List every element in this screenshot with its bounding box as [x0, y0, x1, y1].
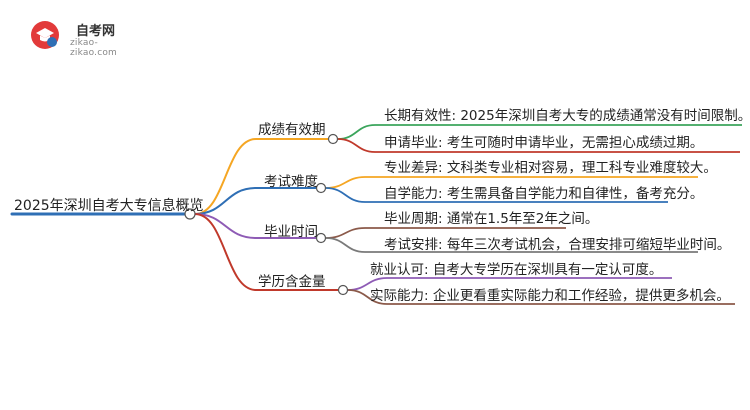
- leaf-label: 毕业周期: 通常在1.5年至2年之间。: [384, 211, 599, 227]
- leaf-label: 考试安排: 每年三次考试机会，合理安排可缩短毕业时间。: [384, 237, 731, 253]
- graduation-cap-icon: [31, 21, 59, 49]
- leaf-connector: [337, 138, 376, 153]
- leaf-connector: [325, 237, 366, 253]
- branch-connector: [194, 213, 257, 239]
- leaf-connector: [325, 227, 366, 239]
- branch-node: [337, 284, 349, 296]
- leaf-label: 专业差异: 文科类专业相对容易，理工科专业难度较大。: [384, 160, 717, 176]
- logo-url: zikao-zikao.com: [70, 38, 118, 58]
- leaf-connector: [325, 187, 366, 203]
- leaf-connector: [347, 289, 388, 305]
- leaf-label: 长期有效性: 2025年深圳自考大专的成绩通常没有时间限制。: [384, 108, 750, 124]
- leaf-connector: [325, 176, 366, 189]
- branch-node: [315, 232, 327, 244]
- branch-label: 毕业时间: [264, 224, 318, 240]
- branch-label: 考试难度: [264, 174, 318, 190]
- leaf-label: 申请毕业: 考生可随时申请毕业，无需担心成绩过期。: [384, 135, 704, 151]
- branch-connector: [194, 187, 257, 215]
- root-node: [184, 208, 196, 220]
- branch-connector: [194, 213, 257, 291]
- leaf-label: 自学能力: 考生需具备自学能力和自律性，备考充分。: [384, 186, 704, 202]
- logo-title: 自考网: [76, 24, 116, 39]
- leaf-connector: [337, 124, 376, 140]
- leaf-label: 实际能力: 企业更看重实际能力和工作经验，提供更多机会。: [370, 288, 730, 304]
- branch-label: 成绩有效期: [258, 122, 326, 138]
- root-node-label: 2025年深圳自考大专信息概览: [14, 198, 204, 214]
- branch-node: [327, 133, 339, 145]
- branch-label: 学历含金量: [258, 274, 326, 290]
- site-logo: 自考网 zikao-zikao.com: [30, 18, 140, 58]
- leaf-label: 就业认可: 自考大专学历在深圳具有一定认可度。: [370, 262, 663, 278]
- branch-node: [315, 182, 327, 194]
- branch-connector: [194, 138, 257, 215]
